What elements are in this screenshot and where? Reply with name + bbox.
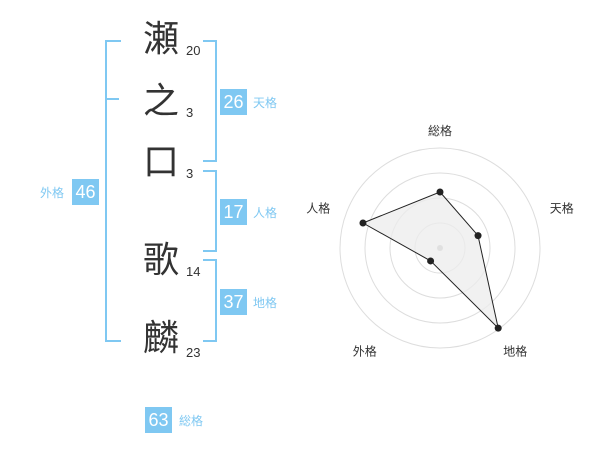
radar-point-5	[359, 219, 367, 227]
tenkaku-badge: 26	[220, 89, 247, 115]
radar-axis-label-2: 天格	[550, 200, 574, 215]
radar-ring-3	[364, 172, 516, 324]
name-char-5: 麟	[142, 318, 179, 359]
name-char-2: 之	[142, 81, 179, 122]
stroke-count-2: 3	[186, 105, 194, 120]
name-char-4: 歌	[142, 240, 179, 281]
radar-point-2	[474, 232, 482, 240]
radar-point-3	[494, 324, 502, 332]
stroke-count-4: 14	[186, 264, 201, 279]
jinkaku-bracket	[203, 170, 217, 252]
gaikaku-bracket-tick	[105, 98, 119, 100]
radar-axis-label-4: 外格	[353, 344, 377, 359]
soukaku-label: 総格	[179, 414, 204, 428]
jinkaku-label: 人格	[253, 206, 278, 220]
gaikaku-bracket	[105, 40, 121, 342]
radar-axis-label-5: 人格	[306, 200, 330, 215]
radar-polygon-group	[359, 188, 502, 332]
gaikaku-label: 外格	[40, 186, 65, 200]
jinkaku-badge: 17	[220, 199, 247, 225]
tenkaku-label: 天格	[253, 96, 278, 110]
chikaku-label: 地格	[253, 296, 278, 310]
chikaku-bracket	[203, 259, 217, 342]
radar-ring-4	[339, 147, 541, 349]
stroke-count-5: 23	[186, 345, 201, 360]
chikaku-badge: 37	[220, 289, 247, 315]
tenkaku-bracket	[203, 40, 217, 162]
stroke-count-3: 3	[186, 166, 194, 181]
radar-axis-label-3: 地格	[503, 344, 527, 359]
soukaku-badge: 63	[145, 407, 172, 433]
radar-axis-label-1: 総格	[428, 123, 452, 138]
stroke-count-1: 20	[186, 43, 201, 58]
radar-point-4	[427, 257, 435, 265]
radar-point-1	[436, 188, 444, 196]
name-char-1: 瀬	[142, 19, 179, 60]
radar-rings	[339, 147, 541, 349]
gaikaku-badge: 46	[72, 179, 99, 205]
name-char-3: 口	[142, 142, 179, 183]
